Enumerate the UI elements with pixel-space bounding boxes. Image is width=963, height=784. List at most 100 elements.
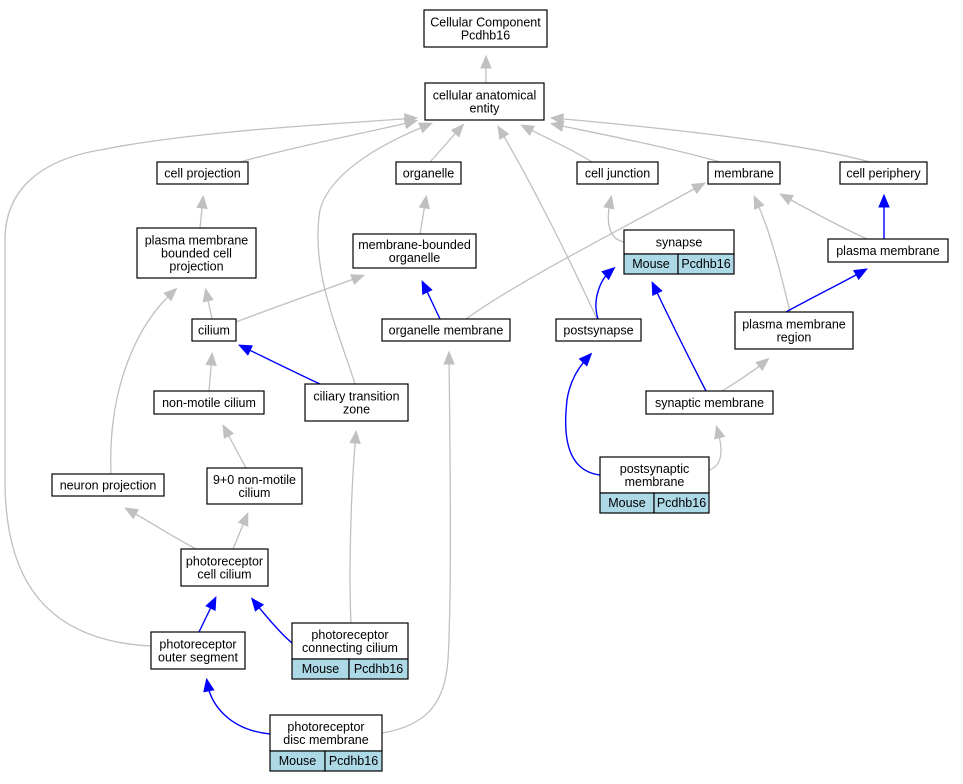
node-label: non-motile cilium <box>162 396 256 410</box>
edge-pdm-to-pos <box>206 680 271 735</box>
arrowhead-icon <box>878 193 890 208</box>
node-box <box>576 161 659 185</box>
node-box <box>269 714 383 752</box>
node-label: cell cilium <box>197 568 251 582</box>
edge-pcc-to-ctz <box>349 432 357 624</box>
node-label: zone <box>343 403 370 417</box>
arrowhead-icon <box>418 194 430 210</box>
annotation-species: Mouse <box>632 257 670 271</box>
edge-pdm-to-orgmem <box>381 353 452 734</box>
node-label: photoreceptor <box>287 720 364 734</box>
node-cilium[interactable]: cilium <box>191 318 237 342</box>
node-box <box>599 456 710 494</box>
node-membrane[interactable]: membrane <box>707 161 781 185</box>
node-label: synaptic membrane <box>655 396 764 410</box>
node-cellperi[interactable]: cell periphery <box>839 161 928 185</box>
annotation-gene-cell <box>348 658 409 680</box>
arrowhead-icon <box>349 429 361 444</box>
node-orgmem[interactable]: organelle membrane <box>381 318 511 342</box>
annotation-gene-cell <box>653 492 710 514</box>
node-neuronproj[interactable]: neuron projection <box>51 473 165 497</box>
node-nonmotile[interactable]: non-motile cilium <box>153 390 265 415</box>
node-box <box>395 161 462 185</box>
arrowhead-icon <box>651 281 663 296</box>
arrowhead-icon <box>421 280 433 295</box>
arrowhead-icon <box>404 113 419 125</box>
node-label: 9+0 non-motile <box>213 473 296 487</box>
node-box <box>150 631 246 670</box>
node-box <box>734 311 854 350</box>
annotation-gene: Pcdhb16 <box>354 662 403 676</box>
node-label: organelle membrane <box>389 324 504 338</box>
arrowhead-icon <box>450 123 465 138</box>
node-box <box>191 318 237 342</box>
arrowhead-icon <box>601 266 616 281</box>
arrowhead-icon <box>549 120 565 132</box>
edge-pos-to-cae <box>4 117 416 647</box>
node-label: plasma membrane <box>836 244 940 258</box>
annotation-species: Mouse <box>302 662 340 676</box>
node-label: entity <box>470 102 501 116</box>
edge-prcc-to-neuronproj <box>126 508 197 550</box>
edge-pm-to-membrane <box>781 194 868 240</box>
node-pm[interactable]: plasma membrane <box>827 238 949 263</box>
node-label: postsynapse <box>563 324 633 338</box>
node-label: photoreceptor <box>186 555 263 569</box>
node-organelle[interactable]: organelle <box>395 161 462 185</box>
node-label: Pcdhb16 <box>461 29 510 43</box>
node-label: neuron projection <box>60 479 157 493</box>
node-label: membrane-bounded <box>358 238 471 252</box>
node-label: outer segment <box>158 651 238 665</box>
arrowhead-icon <box>480 54 492 69</box>
edge-celljunc-to-cae <box>522 125 593 163</box>
node-box <box>136 227 257 279</box>
arrowhead-icon <box>202 287 214 303</box>
arrowhead-icon <box>549 113 564 125</box>
edge-postsyn-to-cae <box>498 127 598 320</box>
node-box <box>291 622 409 660</box>
node-box <box>352 233 477 269</box>
node-box <box>645 390 774 415</box>
arrowhead-icon <box>222 424 235 439</box>
node-label: membrane <box>714 167 774 181</box>
node-label: bounded cell <box>161 247 232 261</box>
node-synmem[interactable]: synaptic membrane <box>645 390 774 415</box>
node-box <box>156 161 249 185</box>
node-label: plasma membrane <box>145 234 249 248</box>
node-cellproj[interactable]: cell projection <box>156 161 249 185</box>
arrowhead-icon <box>250 597 265 612</box>
annotation-species: Mouse <box>279 754 317 768</box>
edge-cilium-to-mbo <box>235 275 363 323</box>
arrowhead-icon <box>755 357 770 372</box>
annotation-species: Mouse <box>608 496 646 510</box>
edge-ctz-to-cae <box>317 123 431 385</box>
arrowhead-icon <box>163 287 178 302</box>
node-postsyn[interactable]: postsynapse <box>555 318 642 342</box>
edge-pmregion-to-membrane <box>754 197 791 313</box>
node-box <box>304 383 409 422</box>
node-box <box>381 318 511 342</box>
node-celljunc[interactable]: cell junction <box>576 161 659 185</box>
annotation-gene: Pcdhb16 <box>329 754 378 768</box>
annotation-gene: Pcdhb16 <box>657 496 706 510</box>
arrowhead-icon <box>753 194 765 210</box>
arrowhead-icon <box>520 124 535 136</box>
arrowhead-icon <box>196 194 208 210</box>
node-label: connecting cilium <box>302 641 398 655</box>
arrowhead-icon <box>443 350 455 365</box>
